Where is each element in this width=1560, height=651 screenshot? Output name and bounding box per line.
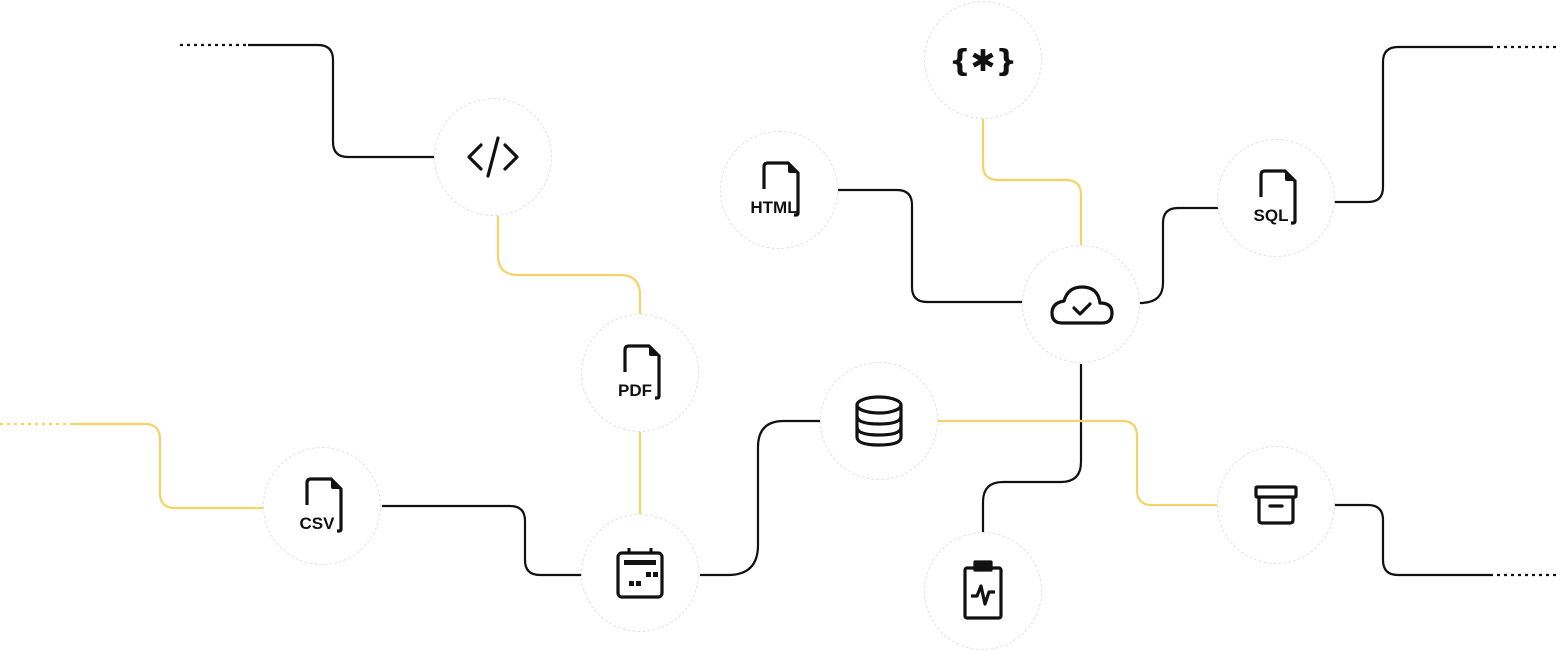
wire-to-code [248,43,440,159]
wire-csv-calendar [382,504,585,577]
node-csv[interactable]: CSV [263,447,381,565]
wire-code-pdf [496,215,642,315]
node-code[interactable] [434,98,552,216]
file-icon: PDF [618,344,661,400]
calendar-icon [616,548,664,599]
archive-icon [1254,485,1298,525]
wire-html-cloud [838,188,1024,304]
file-label: HTML [750,198,797,217]
wire-sql-right [1334,45,1490,204]
json-label: {✱} [949,44,1017,79]
file-icon: CSV [300,477,343,533]
node-pdf[interactable]: PDF [581,314,699,432]
node-archive[interactable] [1217,446,1335,564]
node-json[interactable]: {✱} [924,1,1042,119]
wire-database-archive [937,419,1220,507]
node-sql[interactable]: SQL [1217,139,1335,257]
wire-cloud-sql [1139,206,1220,305]
json-icon: {✱} [949,44,1017,79]
clipboard-pulse-icon [963,560,1003,620]
node-html[interactable]: HTML [720,131,838,249]
file-icon: SQL [1254,169,1297,225]
wire-json-cloud [981,118,1083,248]
file-label: SQL [1254,206,1289,225]
node-cloud[interactable] [1022,245,1140,363]
code-icon [467,136,519,178]
node-calendar[interactable] [581,514,699,632]
wire-archive-right [1334,503,1490,577]
file-icon: HTML [750,161,800,217]
file-label: CSV [300,514,336,533]
node-database[interactable] [820,362,938,480]
wire-to-csv [70,422,266,510]
cloud-check-icon [1050,285,1114,325]
node-clipboard[interactable] [924,532,1042,650]
file-label: PDF [618,381,652,400]
wire-cloud-clipboard [981,364,1083,535]
wire-calendar-database [700,419,822,577]
database-icon [855,395,903,447]
